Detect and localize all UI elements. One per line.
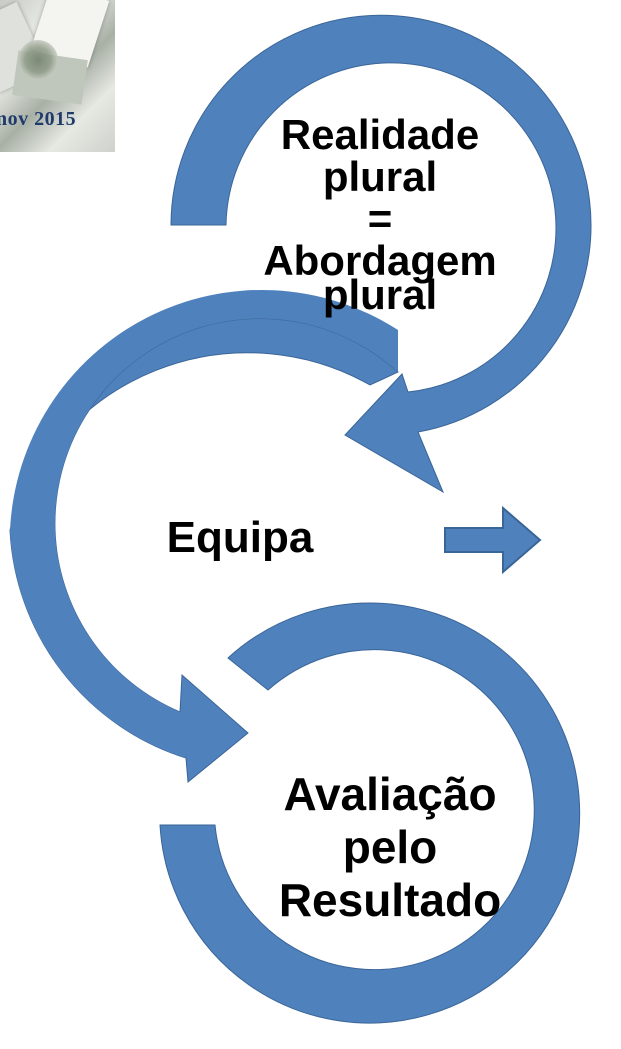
bottom-line-1: Avaliação <box>283 768 497 820</box>
top-line-4: Abordagem <box>263 237 497 284</box>
top-line-1: Realidade <box>280 111 480 158</box>
bottom-line-3: Resultado <box>278 873 502 926</box>
circular-arrow-top <box>170 14 592 494</box>
top-line-3: = <box>367 195 393 242</box>
middle-line-1: Equipa <box>166 513 314 562</box>
logo-image: nov 2015 <box>0 0 115 152</box>
middle-node-label: Equipa <box>140 516 340 560</box>
top-line-2: plural <box>322 153 438 200</box>
bottom-line-2: pelo <box>342 820 438 873</box>
top-node-label: Realidade plural = Abordagem plural <box>240 114 520 316</box>
logo-caption: nov 2015 <box>0 108 77 130</box>
right-arrow-icon <box>444 505 542 575</box>
top-line-5: plural <box>322 271 438 318</box>
circular-arrow-middle <box>9 289 399 783</box>
bottom-node-label: Avaliação pelo Resultado <box>250 768 530 927</box>
circular-arrow-bottom <box>159 602 581 1024</box>
